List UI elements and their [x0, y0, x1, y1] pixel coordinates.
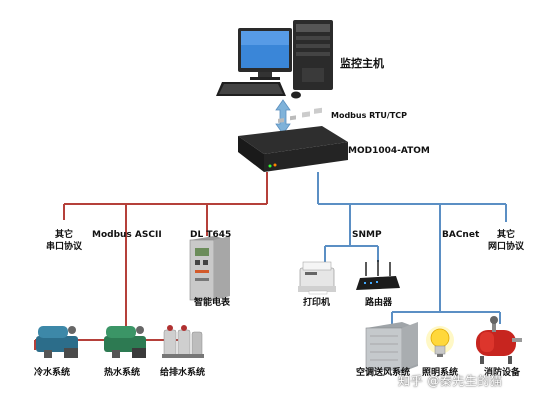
lightbulb-icon: [426, 326, 454, 357]
serial-bus-lines: [34, 172, 268, 350]
water-supply-drain-label: 给排水系统: [160, 368, 206, 378]
monitor-host-label: 监控主机: [340, 57, 384, 70]
dlt645-label: DL T645: [190, 230, 232, 240]
water-supply-drain-unit: [162, 325, 204, 358]
hot-water-unit: [104, 326, 146, 358]
network-other-label-line1: 其它: [496, 230, 515, 240]
router-label: 路由器: [365, 298, 393, 308]
watermark: 知乎 @秦先生的猫: [398, 374, 503, 388]
bacnet-label: BACnet: [442, 230, 480, 240]
printer-label: 打印机: [303, 298, 331, 308]
protocol-top-label: Modbus RTU/TCP: [331, 111, 408, 120]
hot-water-label: 热水系统: [104, 368, 141, 378]
smart-meter-label: 智能电表: [194, 298, 231, 308]
router-icon: [356, 260, 400, 290]
gateway-device: [238, 107, 348, 172]
double-arrow-icon: [275, 99, 291, 135]
network-bus-lines: [317, 172, 507, 324]
printer-icon: [298, 261, 336, 295]
hvac-label: 空调送风系统: [356, 368, 411, 378]
lighting-label: 照明系统: [422, 368, 459, 378]
smart-meter-cabinet: [189, 236, 230, 301]
snmp-label: SNMP: [352, 230, 382, 240]
chilled-water-label: 冷水系统: [34, 368, 71, 378]
serial-other-label-line1: 其它: [54, 230, 73, 240]
fire-equipment-label: 消防设备: [484, 368, 521, 378]
chilled-water-unit: [36, 326, 78, 358]
monitor-host-computer: [216, 20, 333, 99]
gateway-label: MOD1004-ATOM: [348, 146, 430, 156]
network-other-label-line2: 网口协议: [487, 242, 524, 252]
serial-other-label-line2: 串口协议: [45, 242, 82, 252]
fire-equipment-unit: [476, 316, 522, 364]
modbus-ascii-label: Modbus ASCII: [92, 230, 162, 240]
hvac-unit: [365, 322, 418, 372]
